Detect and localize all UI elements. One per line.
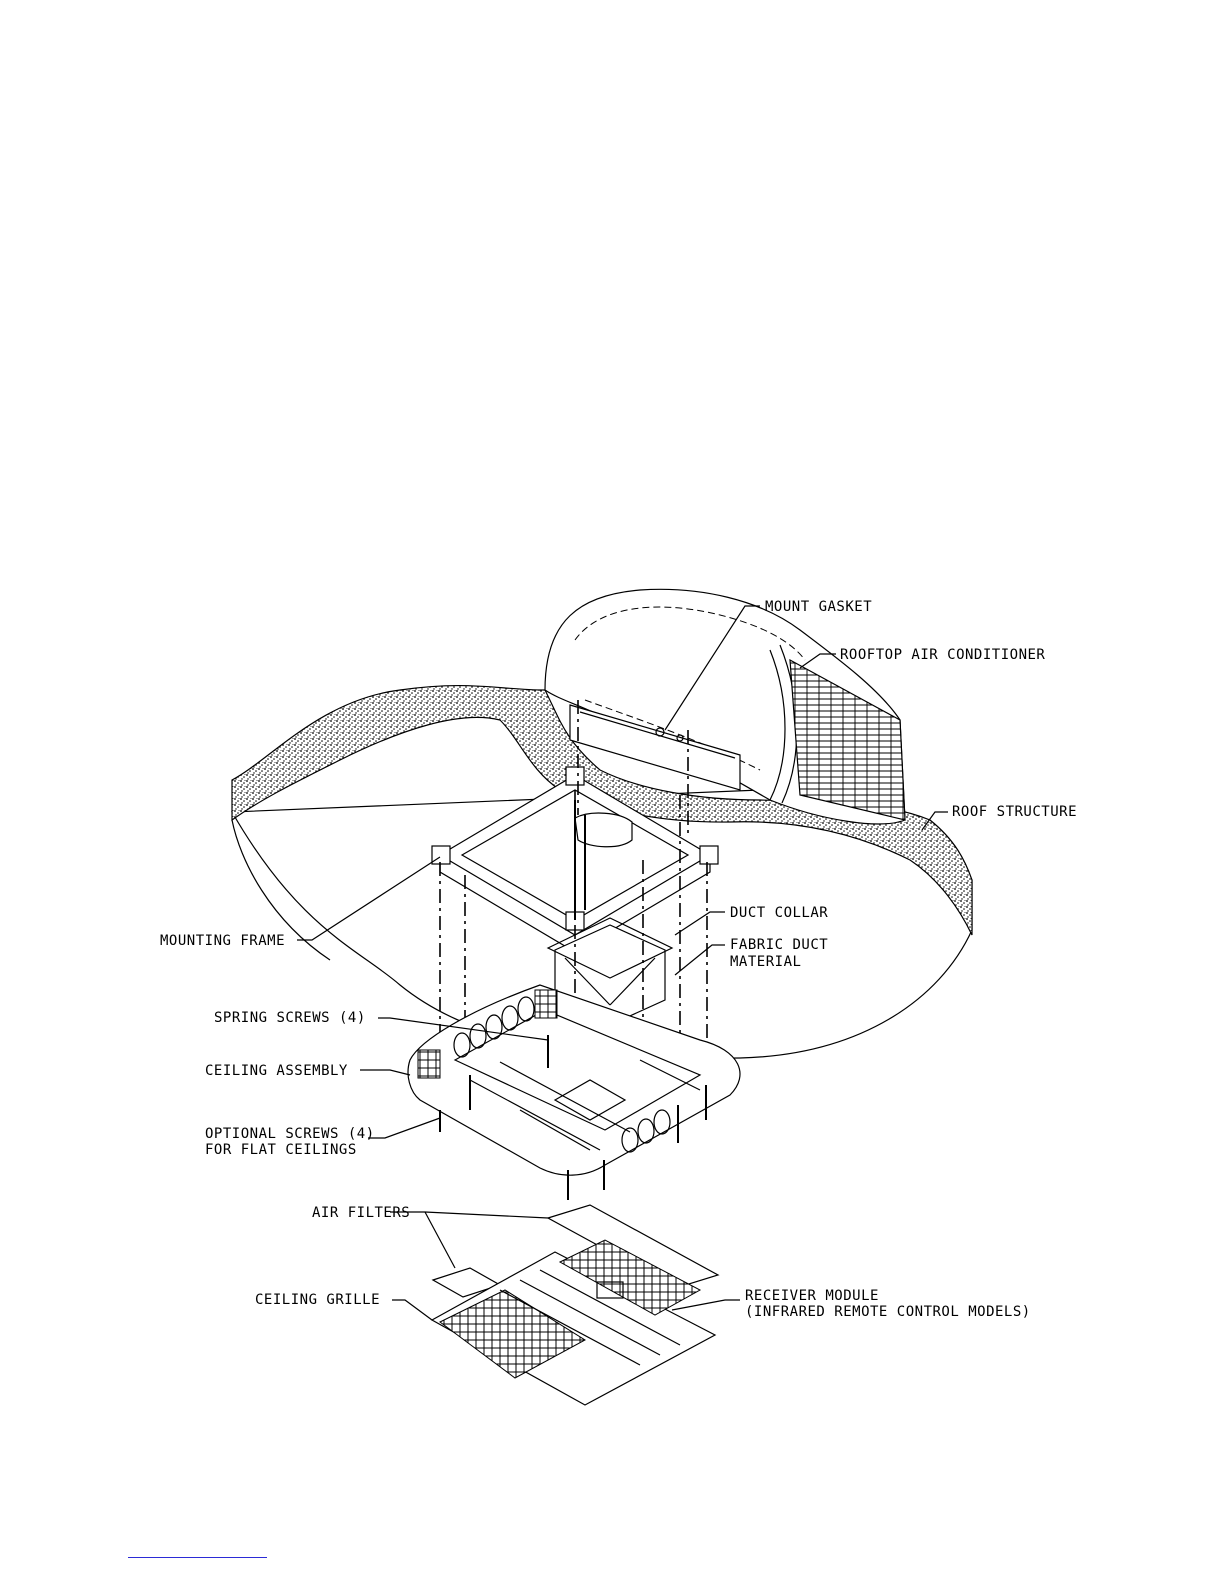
- label-ceiling-grille: CEILING GRILLE: [255, 1292, 380, 1308]
- label-optional-screws-line1: OPTIONAL SCREWS (4): [205, 1126, 375, 1142]
- label-fabric-duct-material-line2: MATERIAL: [730, 954, 801, 970]
- label-fabric-duct-material-line1: FABRIC DUCT: [730, 937, 828, 953]
- label-mounting-frame: MOUNTING FRAME: [160, 933, 285, 949]
- label-air-filters: AIR FILTERS: [312, 1205, 410, 1221]
- label-optional-screws-line2: FOR FLAT CEILINGS: [205, 1142, 357, 1158]
- label-duct-collar: DUCT COLLAR: [730, 905, 828, 921]
- label-rooftop-air-conditioner: ROOFTOP AIR CONDITIONER: [840, 647, 1045, 663]
- label-receiver-module-line1: RECEIVER MODULE: [745, 1288, 879, 1304]
- footer-rule: [128, 1557, 267, 1558]
- label-mount-gasket: MOUNT GASKET: [765, 599, 872, 615]
- label-ceiling-assembly: CEILING ASSEMBLY: [205, 1063, 348, 1079]
- label-spring-screws: SPRING SCREWS (4): [214, 1010, 366, 1026]
- label-roof-structure: ROOF STRUCTURE: [952, 804, 1077, 820]
- label-receiver-module-line2: (INFRARED REMOTE CONTROL MODELS): [745, 1304, 1031, 1320]
